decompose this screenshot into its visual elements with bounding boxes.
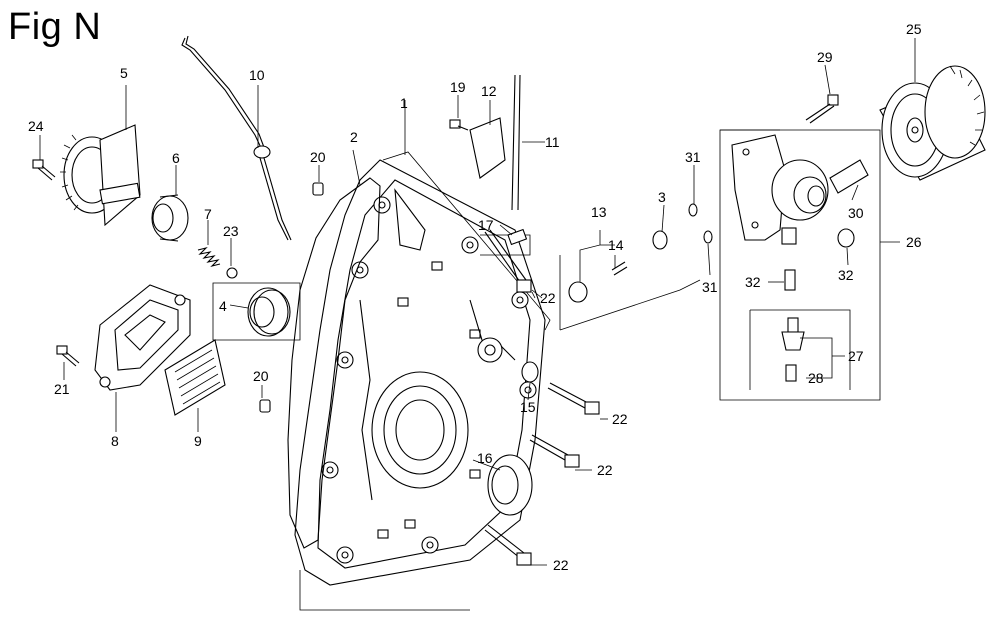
filter-base [731, 134, 829, 245]
oil-seal [247, 287, 291, 337]
callout-30: 30 [848, 205, 864, 221]
plug-15 [521, 361, 539, 383]
crank-seal [487, 454, 533, 516]
pump-cover [94, 284, 191, 391]
callout-11: 11 [545, 134, 560, 150]
bolt-22-mid2 [529, 434, 580, 468]
callout-29: 29 [817, 49, 833, 65]
callout-22-c: 22 [597, 462, 613, 478]
washer-upper [688, 203, 698, 217]
callout-7: 7 [204, 206, 212, 222]
callout-9: 9 [194, 433, 202, 449]
callout-17: 17 [478, 217, 494, 233]
bolt-22-lower [484, 524, 532, 566]
callout-21: 21 [54, 381, 70, 397]
callout-26: 26 [906, 234, 922, 250]
breather-tube [511, 74, 521, 211]
gasket [287, 177, 381, 549]
callout-28: 28 [808, 370, 824, 386]
callout-3: 3 [658, 189, 666, 205]
figure-title: Fig N [8, 6, 102, 48]
callout-27: 27 [848, 348, 864, 364]
group-lines [212, 129, 881, 611]
callout-13: 13 [591, 204, 607, 220]
callout-4: 4 [219, 298, 227, 314]
callout-14: 14 [608, 237, 624, 253]
callout-12: 12 [481, 83, 497, 99]
callout-5: 5 [120, 65, 128, 81]
callout-22-d: 22 [553, 557, 569, 573]
ball [226, 267, 238, 279]
leader-lines [39, 38, 916, 566]
relief-valve [568, 230, 668, 303]
oil-filter [879, 65, 986, 181]
bolt-19 [449, 119, 469, 131]
pump-plate [164, 339, 226, 416]
callout-labels: 1 2 3 4 5 6 7 8 9 10 11 12 13 14 15 16 1… [28, 21, 922, 573]
callout-2: 2 [350, 129, 358, 145]
callout-32-left: 32 [745, 274, 761, 290]
crankcase-cover [294, 159, 546, 586]
callout-10: 10 [249, 67, 265, 83]
callout-20-upper: 20 [310, 149, 326, 165]
callout-19: 19 [450, 79, 466, 95]
bolt-21 [56, 345, 80, 367]
fitting-32-left [784, 269, 796, 291]
callout-20-lower: 20 [253, 368, 269, 384]
washer-lower [703, 230, 713, 244]
callout-1: 1 [400, 95, 408, 111]
callout-25: 25 [906, 21, 922, 37]
nipple [829, 159, 869, 194]
fitting-32-right [837, 228, 855, 248]
callout-8: 8 [111, 433, 119, 449]
bolt-22-upper [484, 229, 532, 293]
clamp [469, 117, 506, 179]
oil-pump-rotor [151, 194, 189, 242]
bolt-24 [32, 159, 56, 181]
callout-22-a: 22 [540, 290, 556, 306]
dipstick [181, 35, 292, 241]
callout-6: 6 [172, 150, 180, 166]
callout-16: 16 [477, 450, 493, 466]
callout-24: 24 [28, 118, 44, 134]
callout-15: 15 [520, 399, 536, 415]
dowel-pin-lower [259, 399, 271, 413]
callout-31-lower: 31 [702, 279, 718, 295]
pressure-switch [781, 317, 805, 382]
oil-pump-gear [60, 124, 141, 227]
plug [507, 228, 528, 246]
dowel-pin-upper [312, 182, 324, 196]
bolt-29 [805, 94, 839, 124]
callout-32-right: 32 [838, 267, 854, 283]
spring [197, 246, 221, 268]
callout-31-upper: 31 [685, 149, 701, 165]
callout-22-b: 22 [612, 411, 628, 427]
bolt-22-mid1 [547, 382, 600, 415]
callout-23: 23 [223, 223, 239, 239]
